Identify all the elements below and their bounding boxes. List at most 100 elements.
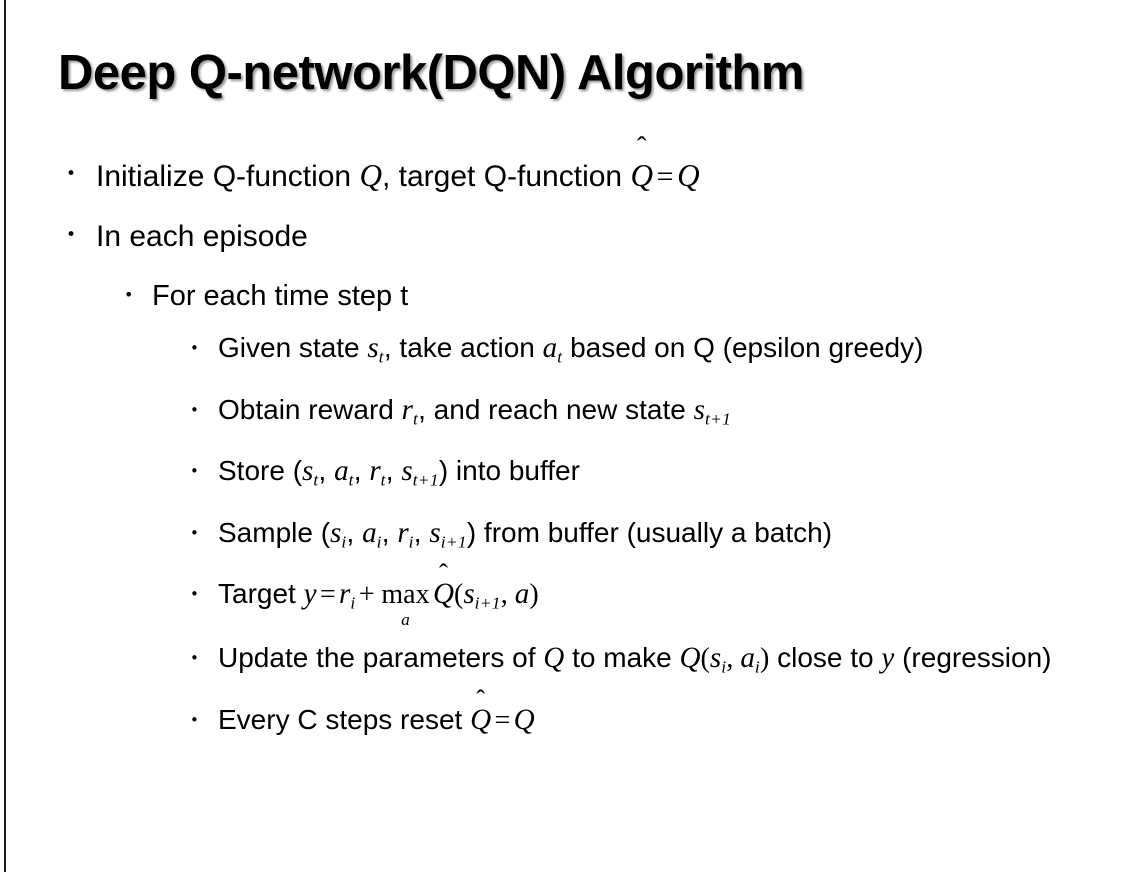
- sample-r-sub: i: [408, 532, 414, 552]
- store-s2-sub: t+1: [412, 470, 439, 490]
- bullet-dot-icon: •: [190, 400, 199, 419]
- initialize-q-hat: ̂Q: [630, 146, 653, 206]
- bullet-dot-icon: •: [190, 523, 199, 542]
- update-mid: to make: [564, 642, 680, 674]
- target-paren-open: (: [454, 579, 464, 611]
- target-max-subscript: a: [401, 609, 410, 629]
- bullet-store: • Store (st, at, rt, st+1) into buffer: [0, 448, 1124, 503]
- bullet-dot-icon: •: [190, 710, 199, 729]
- bullet-in-each-episode-text: In each episode: [96, 220, 308, 253]
- bullet-dot-icon: •: [190, 585, 199, 604]
- slide-left-rule: [4, 0, 6, 872]
- obtain-reward-r-sub: t: [412, 409, 419, 429]
- given-state-mid: , take action: [383, 332, 543, 363]
- target-y: y: [303, 578, 317, 611]
- given-state-a: a: [542, 332, 558, 364]
- update-pre: Update the parameters of: [218, 642, 544, 674]
- update-q1: Q: [543, 642, 565, 675]
- bullet-every-c-steps-text: Every C steps reset ̂Q=Q: [218, 697, 1098, 743]
- initialize-q-hat-base: Q: [630, 158, 653, 193]
- sample-comma-3: ,: [413, 516, 430, 548]
- store-post: ) into buffer: [438, 455, 580, 487]
- update-paren-close: ): [760, 643, 770, 675]
- bullet-dot-icon: •: [190, 649, 199, 668]
- store-s-sub: t: [313, 470, 319, 490]
- target-q-hat-base: Q: [432, 578, 454, 611]
- bullet-obtain-reward-text: Obtain reward rt, and reach new state st…: [218, 387, 1098, 442]
- store-comma-2: ,: [353, 455, 370, 487]
- sample-pre: Sample (: [218, 516, 331, 548]
- target-plus: +: [358, 579, 375, 611]
- bullet-obtain-reward: • Obtain reward rt, and reach new state …: [0, 387, 1124, 442]
- sample-s2-sub: i+1: [440, 532, 467, 552]
- bullet-store-text: Store (st, at, rt, st+1) into buffer: [218, 448, 1098, 503]
- given-state-s-sub: t: [378, 347, 384, 367]
- update-y: y: [881, 642, 895, 675]
- sample-comma-1: ,: [346, 516, 363, 548]
- initialize-q2: Q: [677, 158, 700, 193]
- initialize-pre: Initialize Q-function: [96, 160, 360, 193]
- sample-post: ) from buffer (usually a batch): [466, 516, 833, 548]
- store-pre: Store (: [218, 455, 303, 487]
- slide-title: Deep Q-network(DQN) Algorithm: [58, 46, 804, 100]
- obtain-reward-mid: , and reach new state: [418, 393, 694, 425]
- obtain-reward-r: r: [401, 393, 413, 426]
- target-paren-close: ): [529, 579, 539, 611]
- bullet-given-state: • Given state st, take action at based o…: [0, 325, 1124, 380]
- bullet-for-each-time-step: • For each time step t: [0, 267, 1124, 325]
- every-c-steps-q: Q: [513, 703, 535, 736]
- update-paren-open: (: [700, 643, 710, 675]
- sample-a: a: [362, 516, 377, 549]
- update-a: a: [740, 642, 755, 675]
- update-a-sub: i: [754, 657, 761, 677]
- update-q2: Q: [679, 642, 701, 675]
- target-a: a: [514, 578, 530, 611]
- bullet-every-c-steps: • Every C steps reset ̂Q=Q: [0, 697, 1124, 743]
- target-r-sub: i: [350, 593, 356, 613]
- initialize-equals: =: [656, 160, 674, 193]
- target-s: s: [463, 578, 475, 611]
- update-post: close to: [769, 642, 882, 674]
- every-c-steps-q-hat-base: Q: [470, 703, 492, 736]
- bullet-in-each-episode: • In each episode: [0, 207, 1124, 267]
- sample-s2: s: [429, 516, 441, 549]
- bullet-update: • Update the parameters of Q to make Q(s…: [0, 635, 1124, 690]
- given-state-pre: Given state: [218, 332, 368, 363]
- target-r: r: [339, 578, 351, 611]
- target-max-label: max: [381, 579, 430, 611]
- target-comma: ,: [500, 579, 515, 611]
- sample-r: r: [397, 516, 409, 549]
- target-s-sub: i+1: [474, 593, 501, 613]
- store-a: a: [334, 455, 349, 488]
- target-q-hat: ̂Q: [433, 572, 454, 617]
- given-state-post: based on Q (epsilon greedy): [562, 332, 924, 363]
- initialize-mid: , target Q-function: [381, 160, 631, 193]
- sample-a-sub: i: [376, 532, 382, 552]
- bullet-initialize-text: Initialize Q-function Q, target Q-functi…: [96, 146, 1124, 207]
- bullet-update-text: Update the parameters of Q to make Q(si,…: [218, 635, 1098, 690]
- every-c-steps-pre: Every C steps reset: [218, 703, 471, 735]
- sample-s: s: [330, 516, 342, 549]
- store-s: s: [302, 455, 314, 488]
- store-comma-3: ,: [385, 455, 402, 487]
- target-pre: Target: [218, 578, 304, 610]
- update-tail: (regression): [894, 642, 1052, 674]
- store-a-sub: t: [348, 470, 354, 490]
- given-state-s: s: [367, 332, 379, 364]
- obtain-reward-pre: Obtain reward: [218, 393, 402, 425]
- bullet-dot-icon: •: [190, 462, 199, 481]
- bullet-initialize: • Initialize Q-function Q, target Q-func…: [0, 146, 1124, 207]
- update-comma: ,: [726, 643, 741, 675]
- store-s2: s: [401, 455, 413, 488]
- store-r-sub: t: [380, 470, 386, 490]
- bullet-given-state-text: Given state st, take action at based on …: [218, 325, 1098, 380]
- bullet-sample-text: Sample (si, ai, ri, si+1) from buffer (u…: [218, 510, 1098, 565]
- given-state-a-sub: t: [557, 347, 563, 367]
- sample-comma-2: ,: [381, 516, 398, 548]
- update-s-sub: i: [721, 657, 727, 677]
- store-comma-1: ,: [318, 455, 335, 487]
- bullet-target-text: Target y=ri+maxâQ(si+1, a): [218, 571, 1098, 628]
- bullet-dot-icon: •: [66, 225, 77, 245]
